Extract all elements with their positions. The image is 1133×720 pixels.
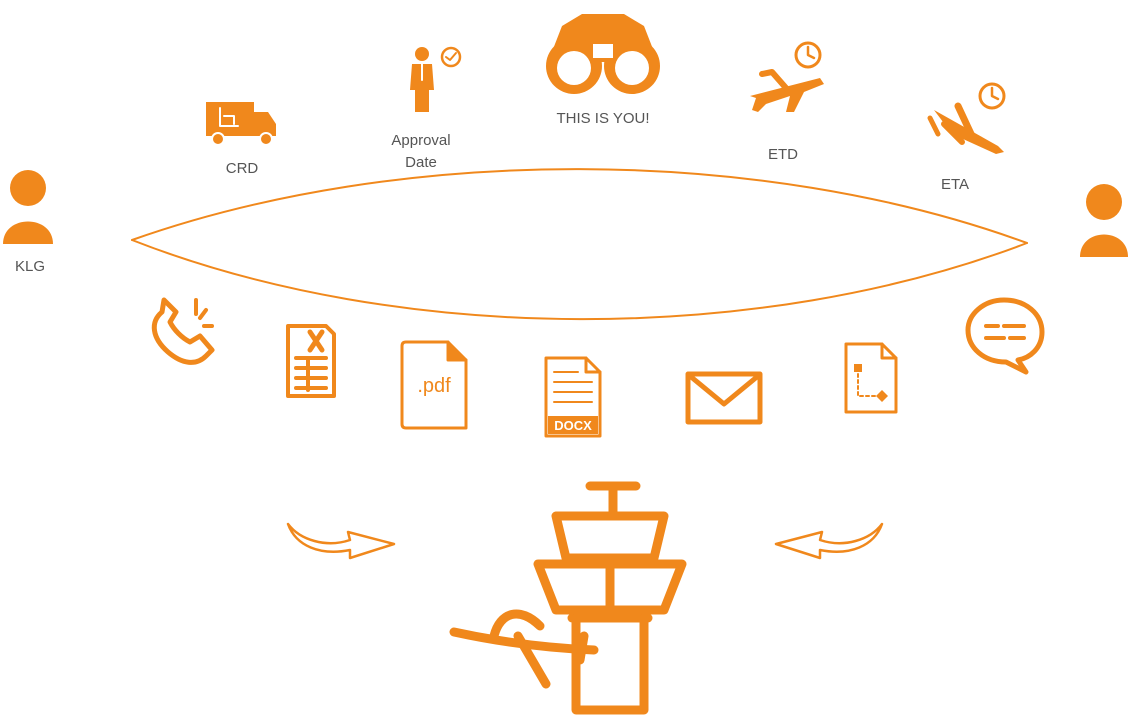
curved-arrow-right-icon — [286, 522, 396, 560]
connection-lens — [131, 168, 1028, 321]
excel-file-icon — [286, 324, 336, 398]
departing-plane-clock-icon — [750, 41, 824, 112]
phone-icon — [151, 297, 215, 365]
pdf-icon-label: .pdf — [417, 375, 451, 397]
approval-label-line1: Approval — [391, 132, 451, 149]
pdf-file-icon — [400, 340, 468, 430]
binoculars-icon — [546, 14, 660, 94]
flow-document-icon — [844, 342, 898, 414]
person-icon — [1080, 184, 1128, 257]
person-icon — [3, 170, 53, 244]
left-person-label: KLG — [14, 258, 45, 275]
arriving-plane-clock-icon — [927, 82, 1006, 154]
docx-icon-label: DOCX — [554, 418, 592, 433]
approval-label-line2: Date — [405, 154, 437, 171]
envelope-icon — [685, 371, 763, 425]
plane-icon — [449, 609, 599, 689]
curved-arrow-left-icon — [774, 522, 884, 560]
etd-label: ETD — [768, 146, 798, 163]
docx-file-icon — [544, 356, 602, 438]
businessman-icon — [410, 46, 462, 112]
chat-bubble-icon — [965, 297, 1045, 375]
binoculars-label: THIS IS YOU! — [556, 110, 650, 127]
crd-label: CRD — [225, 160, 259, 177]
truck-icon — [206, 102, 276, 146]
control-tower-icon — [533, 481, 687, 715]
eta-label: ETA — [940, 176, 970, 193]
